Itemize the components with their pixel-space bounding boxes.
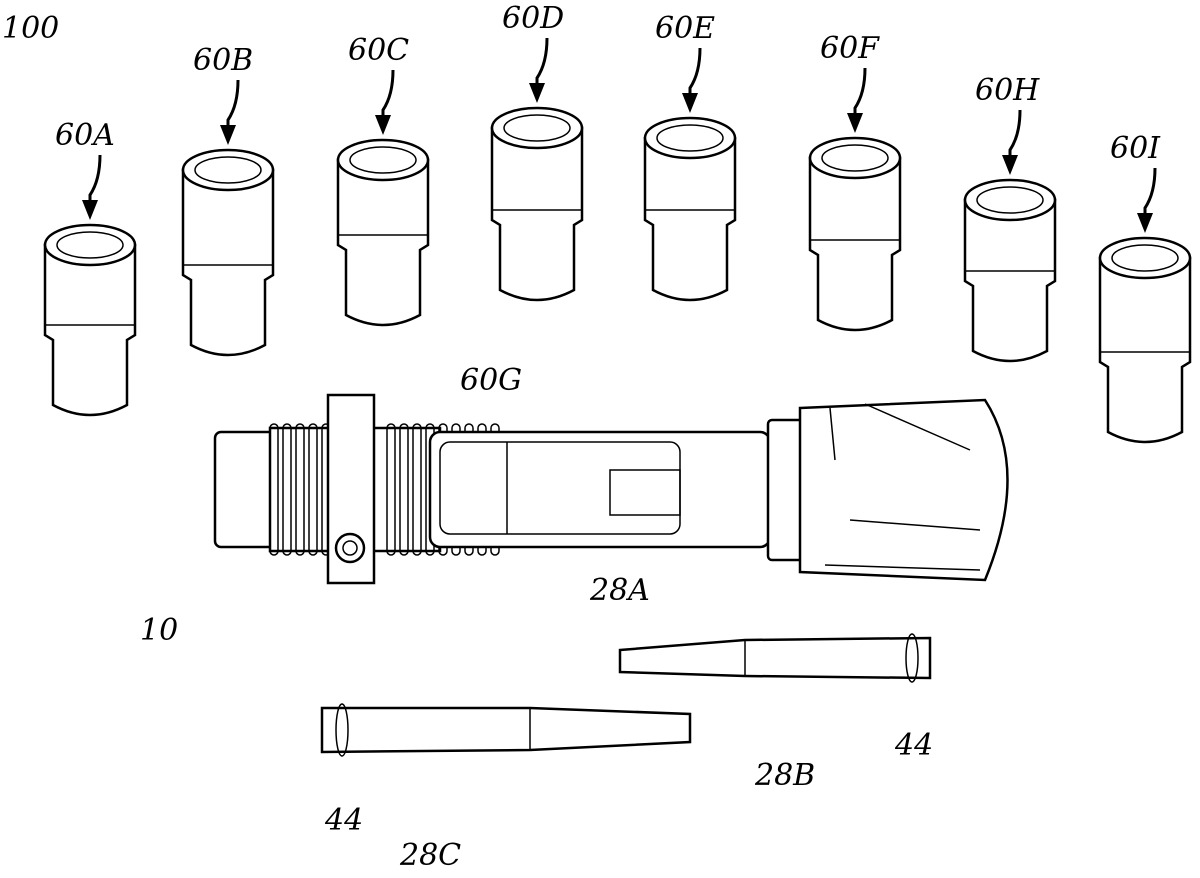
pin-28B bbox=[618, 633, 932, 683]
label-28B: 28B bbox=[754, 758, 815, 793]
sleeve-60B bbox=[181, 79, 275, 357]
label-44-left: 44 bbox=[324, 803, 363, 838]
sleeve-60C bbox=[336, 69, 430, 327]
label-60D: 60D bbox=[502, 1, 564, 36]
label-60H: 60H bbox=[975, 73, 1040, 108]
label-60B: 60B bbox=[193, 43, 253, 78]
thread bbox=[386, 423, 396, 556]
sleeve-60I bbox=[1098, 167, 1192, 444]
thread bbox=[269, 423, 279, 556]
label-44-right: 44 bbox=[894, 728, 933, 763]
thread bbox=[308, 423, 318, 556]
label-28A: 28A bbox=[589, 573, 650, 608]
label-60F: 60F bbox=[820, 31, 880, 66]
sleeve-60F bbox=[808, 67, 902, 332]
sleeve-60E bbox=[643, 47, 737, 302]
label-10: 10 bbox=[140, 613, 178, 648]
thread bbox=[295, 423, 305, 556]
thread bbox=[412, 423, 422, 556]
label-60A: 60A bbox=[55, 118, 115, 153]
thread bbox=[282, 423, 292, 556]
label-60E: 60E bbox=[655, 11, 715, 46]
pin-28C bbox=[320, 703, 692, 757]
label-60C: 60C bbox=[348, 33, 409, 68]
sleeve-60A bbox=[43, 154, 137, 417]
label-28C: 28C bbox=[399, 838, 461, 873]
label-100: 100 bbox=[2, 11, 59, 46]
connector-body bbox=[213, 393, 1009, 585]
sleeve-60D bbox=[490, 37, 584, 302]
label-60G: 60G bbox=[460, 363, 522, 398]
label-60I: 60I bbox=[1110, 131, 1161, 166]
sleeve-60H bbox=[963, 109, 1057, 363]
thread bbox=[399, 423, 409, 556]
